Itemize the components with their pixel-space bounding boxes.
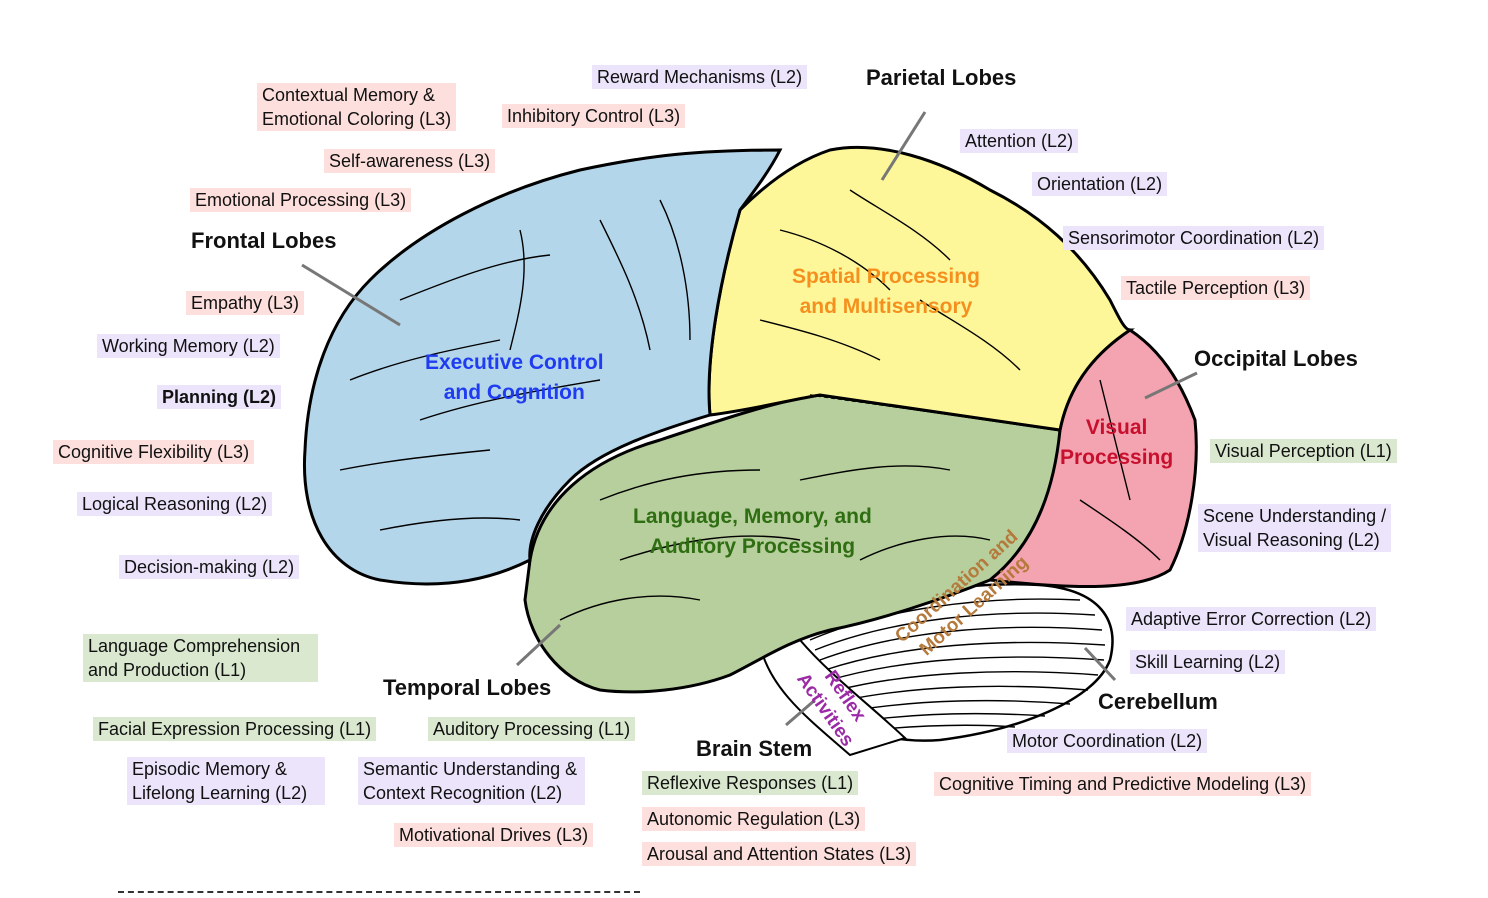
tag-arousal-attention: Arousal and Attention States (L3) [642,842,917,866]
tag-auditory-processing: Auditory Processing (L1) [428,717,636,741]
tag-cognitive-timing: Cognitive Timing and Predictive Modeling… [934,772,1312,796]
tag-reward-mechanisms: Reward Mechanisms (L2) [592,65,808,89]
tag-adaptive-error-correction: Adaptive Error Correction (L2) [1126,607,1377,631]
tag-reflexive-responses: Reflexive Responses (L1) [642,771,859,795]
tag-skill-learning: Skill Learning (L2) [1130,650,1286,674]
tag-visual-perception: Visual Perception (L1) [1210,439,1397,463]
tag-episodic-memory: Episodic Memory & Lifelong Learning (L2) [127,757,326,805]
brain-stem-shape [758,638,907,757]
region-label-occipital: Visual Processing [1060,416,1174,469]
tag-cognitive-flexibility: Cognitive Flexibility (L3) [53,440,255,464]
tag-language-comprehension: Language Comprehension and Production (L… [83,634,319,682]
lobe-title-temporal: Temporal Lobes [383,675,552,700]
tag-autonomic-regulation: Autonomic Regulation (L3) [642,807,866,831]
tag-scene-understanding: Scene Understanding / Visual Reasoning (… [1198,504,1392,552]
region-label-temporal: Language, Memory, and Auditory Processin… [633,505,872,558]
tag-working-memory: Working Memory (L2) [97,334,280,358]
leader-lines [301,111,1198,727]
tag-empathy: Empathy (L3) [186,291,305,315]
tag-self-awareness: Self-awareness (L3) [324,149,496,173]
tag-orientation: Orientation (L2) [1032,172,1168,196]
tag-logical-reasoning: Logical Reasoning (L2) [77,492,273,516]
lobe-title-frontal: Frontal Lobes [191,228,337,253]
tag-sensorimotor-coordination: Sensorimotor Coordination (L2) [1063,226,1325,250]
region-label-parietal: Spatial Processing and Multisensory [792,265,980,318]
brain-folds [339,189,1161,621]
lobe-title-parietal: Parietal Lobes [866,65,1017,90]
tag-emotional-processing: Emotional Processing (L3) [190,188,412,212]
region-label-frontal: Executive Control and Cognition [425,351,604,404]
tag-semantic-understanding: Semantic Understanding & Context Recogni… [358,757,586,805]
tag-planning: Planning (L2) [157,385,281,409]
lobe-title-occipital: Occipital Lobes [1194,346,1358,371]
lobe-title-cerebellum: Cerebellum [1098,689,1218,714]
lobe-title-brain-stem: Brain Stem [696,736,813,761]
tag-tactile-perception: Tactile Perception (L3) [1121,276,1311,300]
tag-contextual-memory: Contextual Memory & Emotional Coloring (… [257,83,457,131]
dashed-divider [118,891,640,893]
tag-facial-expression: Facial Expression Processing (L1) [93,717,377,741]
tag-motor-coordination: Motor Coordination (L2) [1007,729,1208,753]
tag-inhibitory-control: Inhibitory Control (L3) [502,104,686,128]
frontal-lobe-shape [302,148,783,586]
tag-attention: Attention (L2) [960,129,1079,153]
tag-decision-making: Decision-making (L2) [119,555,300,579]
tag-motivational-drives: Motivational Drives (L3) [394,823,594,847]
temporal-lobe-shape [523,393,1062,694]
